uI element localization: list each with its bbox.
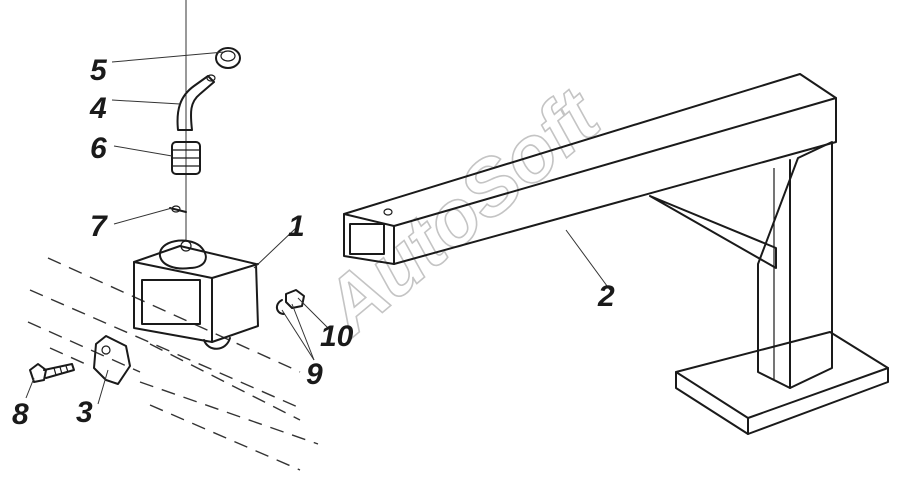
part-8-bolt [29,363,75,383]
part-3-clamp [93,335,131,385]
part-10-nut [285,289,305,309]
callout-4: 4 [89,92,107,125]
part-1-bracket [133,239,259,350]
callout-9: 9 [306,358,323,391]
part-4-bent-rod [176,74,216,131]
callout-7: 7 [90,210,108,243]
callout-5: 5 [90,54,108,87]
part-7-pin [169,205,187,213]
part-9-washer [276,299,285,315]
callout-3: 3 [76,396,93,429]
part-5-cap [215,47,241,69]
callout-2: 2 [597,280,615,313]
callout-6: 6 [90,132,107,165]
callout-10: 10 [320,320,354,353]
part-6-spring [171,141,201,175]
leader-lines [25,51,611,405]
frame-dashed-lines [27,257,319,471]
callout-8: 8 [12,398,29,431]
callout-labels: 5 4 6 7 1 2 10 9 8 3 [12,54,615,431]
part-2-support-stand [343,73,889,435]
callout-1: 1 [288,210,305,243]
